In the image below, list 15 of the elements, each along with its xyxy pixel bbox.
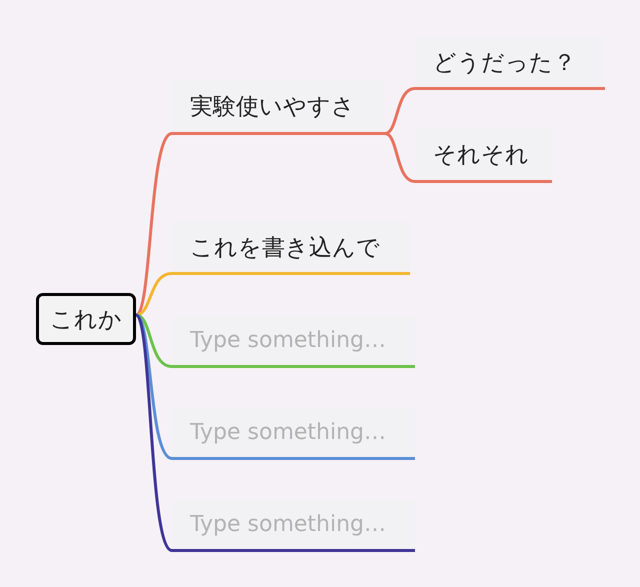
- topic-label: それそれ: [415, 128, 552, 183]
- topic-label: 実験使いやすさ: [172, 80, 385, 135]
- branch-line: [136, 314, 172, 368]
- placeholder-text-field: Type something…: [172, 500, 415, 552]
- branch-line: [134, 132, 173, 316]
- placeholder-text-field: Type something…: [172, 316, 415, 368]
- root-box: これか: [36, 293, 136, 345]
- topic-label: これを書き込んで: [172, 222, 410, 275]
- branch-line: [134, 314, 173, 552]
- branch-line: [135, 314, 173, 460]
- branch-line: [384, 87, 416, 135]
- topic-label: どうだった？: [415, 38, 605, 90]
- placeholder-text-field: Type something…: [172, 408, 415, 460]
- branch-line: [136, 272, 172, 316]
- branch-line: [384, 132, 416, 183]
